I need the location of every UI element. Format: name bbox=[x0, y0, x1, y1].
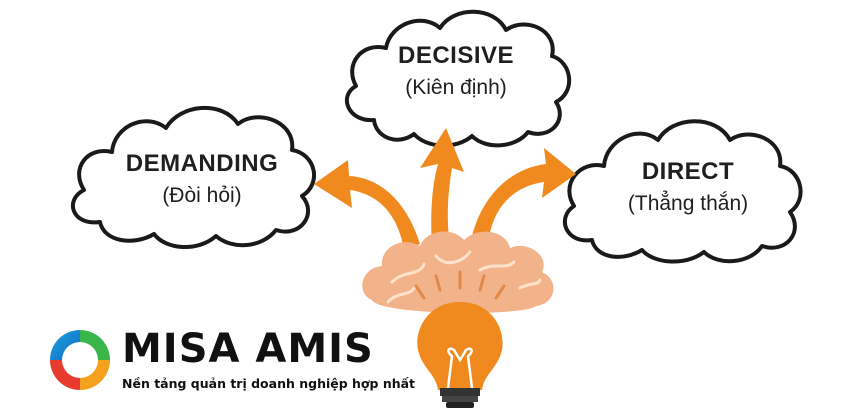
cloud-subtitle-demanding: (Đòi hỏi) bbox=[162, 184, 242, 207]
cloud-title-demanding: DEMANDING bbox=[125, 150, 279, 177]
cloud-icon-decisive bbox=[344, 9, 572, 148]
cloud-subtitle-direct: (Thẳng thắn) bbox=[627, 192, 749, 215]
brand-block: MISA AMIS Nền tảng quản trị doanh nghiệp… bbox=[122, 328, 415, 391]
brand-name: MISA AMIS bbox=[122, 326, 374, 372]
cloud-title-direct: DIRECT bbox=[641, 158, 735, 185]
cloud-icon-direct bbox=[562, 119, 803, 264]
cloud-decisive: DECISIVE (Kiên định) bbox=[346, 42, 566, 100]
brand-tagline: Nền tảng quản trị doanh nghiệp hợp nhất bbox=[122, 376, 416, 391]
arrow-icon-right bbox=[470, 148, 576, 248]
arrow-icon-up bbox=[420, 128, 464, 248]
cloud-direct: DIRECT (Thẳng thắn) bbox=[578, 158, 798, 216]
misa-logo-icon bbox=[50, 330, 110, 390]
cloud-demanding: DEMANDING (Đòi hỏi) bbox=[92, 150, 312, 208]
cloud-icon-demanding bbox=[71, 106, 316, 250]
lightbulb-icon bbox=[417, 302, 503, 408]
brain-icon bbox=[362, 231, 554, 313]
cloud-subtitle-decisive: (Kiên định) bbox=[405, 76, 507, 99]
arrow-icon-left bbox=[314, 160, 420, 250]
cloud-title-decisive: DECISIVE bbox=[397, 42, 515, 69]
